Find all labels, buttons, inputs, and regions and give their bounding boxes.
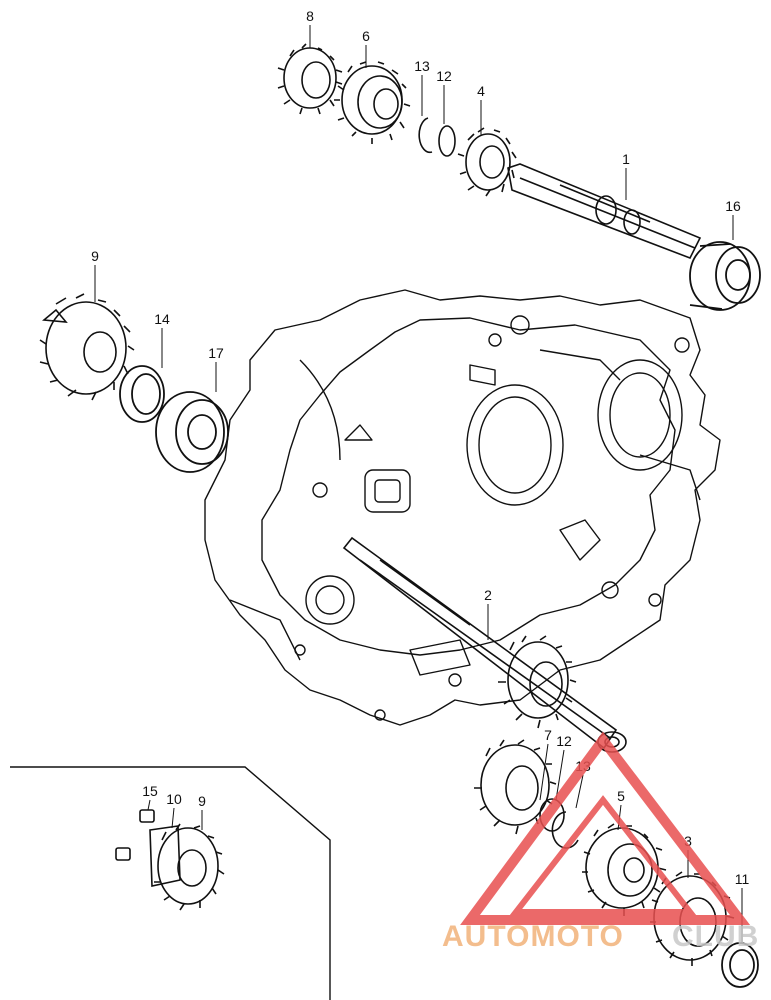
part-2-integral-gear xyxy=(498,635,577,729)
part-10-fixing-plate xyxy=(149,825,181,887)
inset-frame xyxy=(10,766,331,1000)
callout-16: 16 xyxy=(725,198,741,214)
callout-13-top: 13 xyxy=(414,58,430,74)
part-9-sprocket-left xyxy=(39,293,135,401)
callout-2: 2 xyxy=(484,587,492,603)
callout-11: 11 xyxy=(735,871,750,887)
part-14-oil-seal xyxy=(119,365,165,423)
callout-1: 1 xyxy=(622,151,630,167)
watermark-logo: AUTOMOTO CLUB xyxy=(442,731,759,953)
leader-lines xyxy=(94,25,743,944)
part-16-bearing xyxy=(689,241,761,311)
part-17-bearing xyxy=(155,391,229,473)
part-11-washer xyxy=(721,942,759,988)
callout-12-lower: 12 xyxy=(556,733,572,749)
callout-17: 17 xyxy=(208,345,224,361)
callout-14: 14 xyxy=(154,311,170,327)
part-5-gear xyxy=(582,823,667,916)
callout-8: 8 xyxy=(306,8,314,24)
callout-3: 3 xyxy=(684,833,692,849)
callout-6: 6 xyxy=(362,28,370,44)
callout-9-inset: 9 xyxy=(198,793,206,809)
watermark-text-right: CLUB xyxy=(672,920,759,953)
part-15-bolt xyxy=(115,809,155,861)
part-1-countershaft xyxy=(507,163,702,260)
watermark-text-left: AUTOMOTO xyxy=(442,920,624,953)
callout-labels: 1 2 3 4 5 6 7 8 9 9 10 11 12 12 13 13 14… xyxy=(91,8,749,887)
part-7-gear xyxy=(474,739,557,835)
callout-10: 10 xyxy=(166,791,182,807)
part-9-sprocket-inset xyxy=(154,823,225,911)
part-8-gear xyxy=(277,43,345,115)
callout-9-left: 9 xyxy=(91,248,99,264)
part-4-gear xyxy=(457,127,517,197)
callout-15: 15 xyxy=(142,783,158,799)
part-6-gear xyxy=(334,61,411,144)
part-13-circlip-top xyxy=(418,117,433,154)
callout-5: 5 xyxy=(617,788,625,804)
callout-12-top: 12 xyxy=(436,68,452,84)
callout-4: 4 xyxy=(477,83,485,99)
part-12-washer-top xyxy=(438,125,456,157)
part-13-circlip-lower xyxy=(551,811,579,849)
callout-7: 7 xyxy=(544,727,552,743)
crankcase xyxy=(204,289,721,726)
